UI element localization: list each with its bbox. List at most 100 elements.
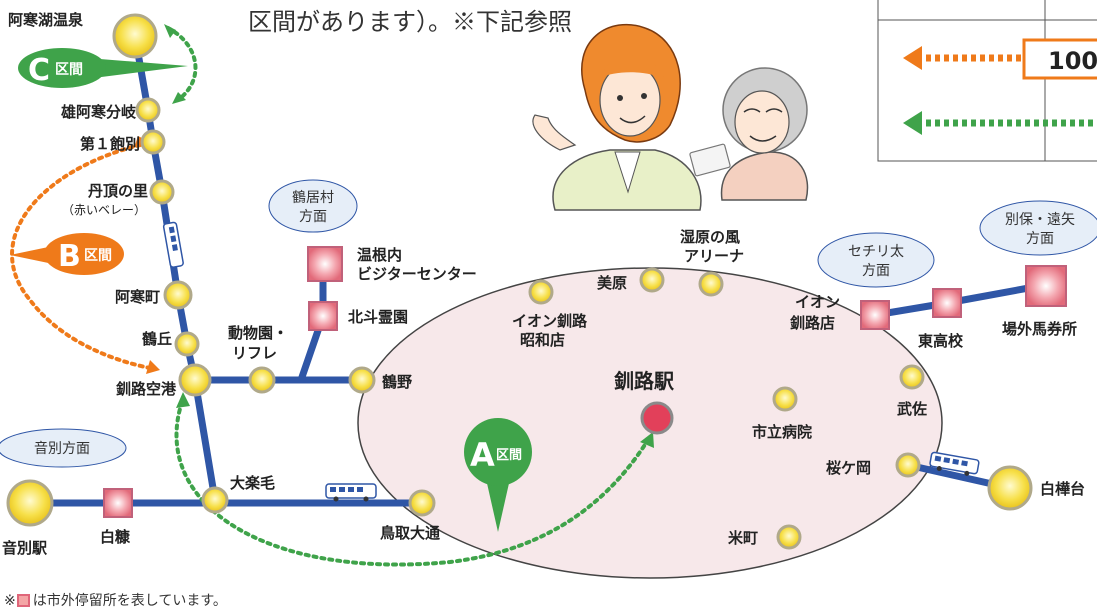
- stop-zoo: [248, 366, 276, 394]
- stop-hospital: [772, 386, 798, 412]
- label-airport: 釧路空港: [116, 380, 177, 398]
- direction-bubble-ombetsu: 音別方面: [0, 428, 127, 468]
- stop-akancho: [163, 280, 193, 310]
- label-ombetsu-station: 音別駅: [2, 539, 48, 557]
- stop-tottori: [408, 489, 436, 517]
- stop-otanoshike: [201, 486, 229, 514]
- zone-a-marker: A 区間: [464, 418, 532, 532]
- stop-akanko: [112, 13, 158, 59]
- bus-icon: [162, 221, 184, 268]
- bus-icon: [929, 451, 980, 476]
- svg-text:音別方面: 音別方面: [34, 440, 90, 457]
- svg-text:B: B: [58, 239, 81, 274]
- stop-aeon-kushiro: [860, 300, 890, 330]
- stop-higashi: [932, 288, 962, 318]
- direction-bubble-betsuho: 別保・遠矢 方面: [979, 200, 1097, 256]
- stop-yonemachi: [776, 524, 802, 550]
- svg-text:別保・遠矢: 別保・遠矢: [1005, 212, 1075, 228]
- label-zoo-1: 動物園・: [228, 324, 288, 342]
- zone-c-arrow: [164, 24, 198, 104]
- svg-text:方面: 方面: [299, 209, 327, 225]
- stop-tsuruoka: [174, 331, 200, 357]
- label-hokuto: 北斗霊園: [348, 308, 408, 326]
- svg-text:セチリ太: セチリ太: [848, 244, 904, 260]
- stop-markers: [6, 13, 1033, 550]
- label-aeon-showa-2: 昭和店: [520, 331, 565, 349]
- direction-bubble-tsuruimura: 鶴居村 方面: [268, 179, 358, 233]
- label-kushiro-station: 釧路駅: [614, 369, 674, 393]
- stop-ombetsu: [6, 479, 54, 527]
- stop-mihara: [639, 267, 665, 293]
- bus-icon: [325, 483, 377, 502]
- orange-arrow-icon: [903, 46, 922, 70]
- legend-value: 100: [1048, 47, 1097, 75]
- direction-bubble-sechiributo: セチリ太 方面: [817, 232, 935, 288]
- stop-aeon-showa: [528, 279, 554, 305]
- label-sakuragaoka: 桜ケ岡: [826, 459, 871, 477]
- label-aeon-kushiro-1: イオン: [795, 293, 840, 311]
- label-akanko: 阿寒湖温泉: [8, 11, 84, 29]
- label-tottori: 鳥取大通: [380, 524, 440, 542]
- label-tancho: 丹頂の里: [88, 182, 148, 200]
- label-aeon-kushiro-2: 釧路店: [790, 314, 835, 332]
- label-oakan: 雄阿寒分岐: [60, 103, 137, 121]
- stop-oakan: [135, 97, 161, 123]
- stop-kushiro-station: [640, 401, 674, 435]
- stop-shitsugen: [698, 271, 724, 297]
- stop-airport: [178, 363, 212, 397]
- label-daiichi: 第１飽別: [80, 135, 140, 153]
- fare-legend-box: 100: [877, 0, 1097, 162]
- stop-shiranuka: [103, 488, 133, 518]
- stop-hokuto: [308, 301, 338, 331]
- stop-shirakabadai: [987, 465, 1033, 511]
- svg-text:区間: 区間: [55, 62, 83, 78]
- label-tsuruoka: 鶴丘: [142, 330, 172, 348]
- label-bakenjo: 場外馬券所: [1002, 320, 1077, 338]
- svg-text:A: A: [470, 436, 495, 474]
- label-shirakabadai: 白樺台: [1040, 480, 1085, 498]
- outside-stop-legend-icon: [16, 594, 30, 607]
- label-hospital: 市立病院: [752, 423, 812, 441]
- zone-b-marker: B 区間: [10, 233, 124, 275]
- label-higashi: 東高校: [918, 332, 964, 350]
- bus-card-icon: [689, 143, 731, 177]
- label-shiranuka: 白糠: [100, 528, 131, 546]
- stop-sakuragaoka: [895, 452, 921, 478]
- label-zoo-2: リフレ: [232, 344, 277, 362]
- stop-bakenjo: [1025, 265, 1067, 307]
- green-arrow-icon: [903, 111, 922, 135]
- label-mihara: 美原: [597, 274, 627, 292]
- label-tsuruno: 鶴野: [382, 373, 412, 391]
- stop-daiichi: [140, 129, 166, 155]
- svg-text:区間: 区間: [84, 248, 112, 264]
- label-shitsugen-2: アリーナ: [684, 247, 744, 265]
- svg-text:方面: 方面: [1026, 231, 1054, 247]
- svg-text:鶴居村: 鶴居村: [292, 189, 334, 206]
- stop-tancho: [149, 179, 175, 205]
- stop-onnenai: [307, 246, 343, 282]
- svg-text:方面: 方面: [862, 263, 890, 279]
- label-yonemachi: 米町: [728, 529, 758, 547]
- elderly-woman-illustration: [689, 67, 809, 201]
- label-shitsugen-1: 湿原の風: [680, 228, 740, 246]
- footnote-prefix: ※: [4, 593, 16, 609]
- label-onnenai-1: 温根内: [357, 246, 402, 264]
- stop-takesa: [899, 364, 925, 390]
- label-onnenai-2: ビジターセンター: [357, 265, 477, 283]
- outside-stop-markers: [103, 246, 1067, 518]
- zone-c-marker: C 区間: [18, 48, 188, 88]
- header-text: 区間があります）。※下記参照: [248, 8, 572, 36]
- label-takesa: 武佐: [897, 400, 927, 418]
- footnote: ※ は市外停留所を表しています。: [4, 590, 227, 610]
- footnote-text: は市外停留所を表しています。: [32, 593, 227, 609]
- stop-tsuruno: [348, 366, 376, 394]
- label-akancho: 阿寒町: [115, 288, 160, 306]
- label-aeon-showa-1: イオン釧路: [512, 312, 588, 330]
- label-tancho-sub: （赤いベレー）: [62, 203, 146, 217]
- svg-text:区間: 区間: [496, 448, 522, 463]
- woman-illustration: [532, 23, 702, 211]
- zone-a-arrow: [174, 392, 654, 567]
- svg-text:C: C: [28, 53, 50, 88]
- label-otanoshike: 大楽毛: [230, 474, 275, 492]
